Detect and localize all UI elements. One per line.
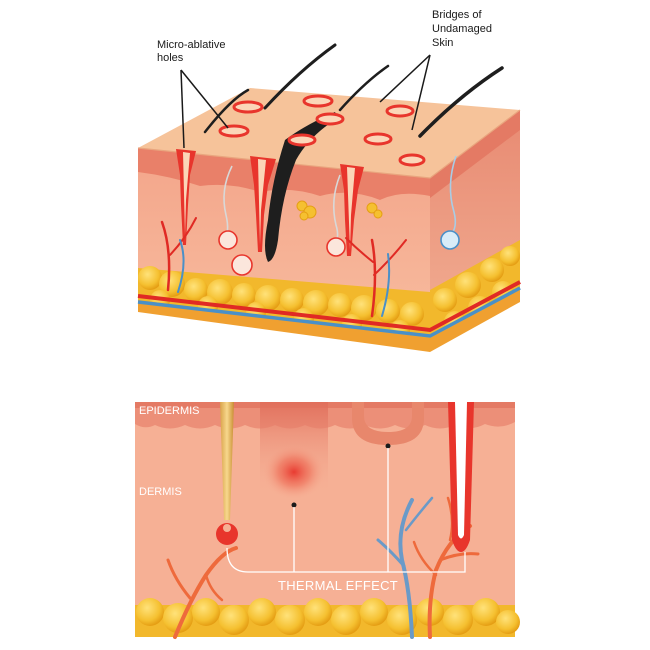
label-bridges-line1: Bridges of: [432, 9, 482, 21]
top-artery: [137, 280, 521, 333]
hair-strands: [203, 43, 504, 138]
leader-lines-left: [180, 69, 229, 149]
block-side-epidermis: [430, 110, 520, 198]
block-base: [138, 290, 520, 352]
top-vein: [137, 286, 521, 338]
u-thermal-zone: [352, 402, 424, 445]
label-bridges-line3: Skin: [432, 37, 453, 49]
label-micro-ablative-line1: Micro-ablative: [157, 39, 225, 51]
label-epidermis: EPIDERMIS: [139, 405, 200, 417]
top-capillaries: [160, 217, 407, 318]
label-thermal-effect: THERMAL EFFECT: [278, 578, 398, 593]
sweat-glands: [218, 155, 460, 276]
top-labels: Micro-ablative holes Bridges of Undamage…: [157, 9, 492, 149]
label-micro-ablative-line2: holes: [157, 52, 184, 64]
needle-tip-heat: [216, 523, 238, 545]
leader-lines-right: [379, 54, 431, 131]
top-skin-block: [137, 43, 521, 352]
thermal-leader-lines: [226, 443, 466, 573]
hair-follicle: [265, 112, 338, 262]
ablative-hole-rings: [218, 94, 426, 167]
heat-spot: [262, 444, 326, 500]
label-dermis: DERMIS: [139, 486, 182, 498]
sebaceous-glands: [296, 200, 383, 221]
thermal-needle: [220, 402, 234, 520]
block-top-face: [138, 88, 520, 178]
label-bridges-line2: Undamaged: [432, 23, 492, 35]
bottom-cross-section: EPIDERMIS DERMIS THERMAL EFFECT: [135, 402, 520, 639]
